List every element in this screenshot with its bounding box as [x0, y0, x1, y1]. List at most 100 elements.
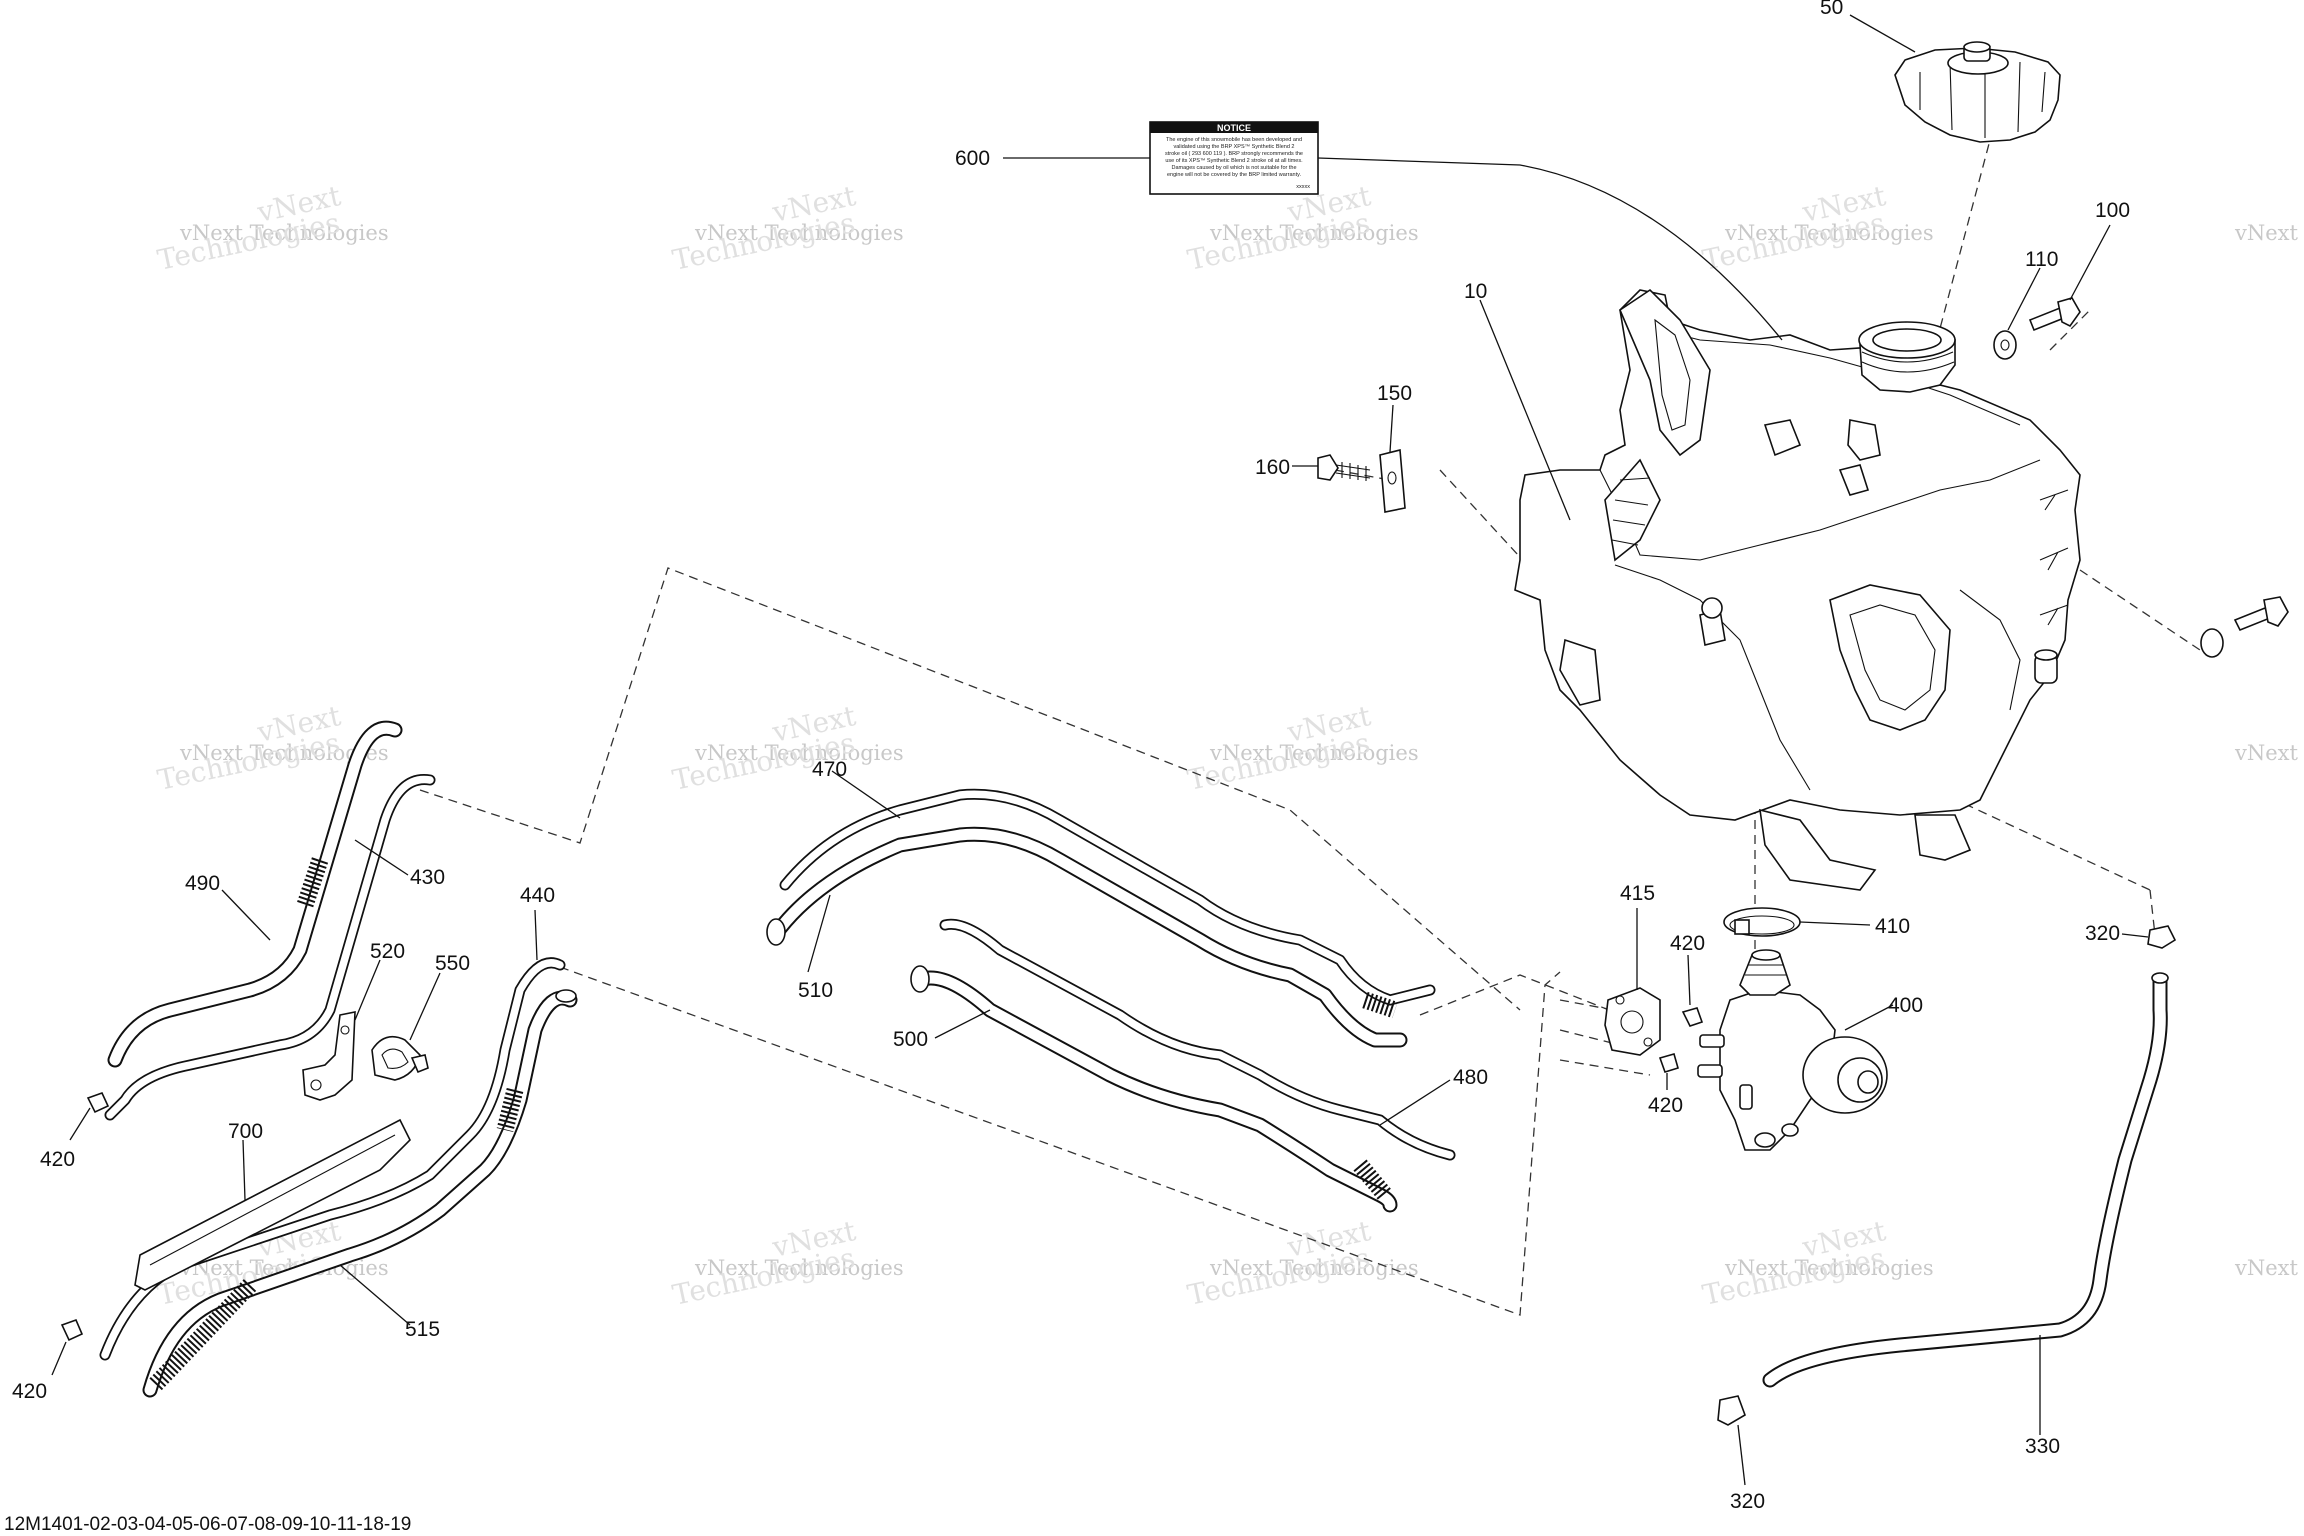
- leader-440: [534, 909, 538, 961]
- leader-320-bottom: [1737, 1424, 1746, 1486]
- pump-inlet-ribs: [1745, 964, 1787, 976]
- leader-470: [831, 770, 901, 819]
- watermark: vNext Technologies vNext Technologies: [155, 179, 389, 277]
- callout-420-pump-lower: 420: [1648, 1094, 1683, 1117]
- callout-430: 430: [410, 866, 445, 889]
- clip-loop: [371, 1035, 421, 1081]
- tank-clip: [1763, 419, 1802, 457]
- leader-490: [221, 889, 271, 941]
- clip-loop-inner: [381, 1048, 409, 1069]
- notice-label-line: engine will not be covered by the BRP li…: [1167, 172, 1301, 178]
- hose-spring: [1353, 1159, 1392, 1201]
- watermark-text: vNext Technologies: [1209, 1256, 1419, 1280]
- watermark-text: vNext Technologies: [1209, 741, 1419, 765]
- leader-420-pump-upper: [1687, 954, 1691, 1006]
- gasket-plate: [1604, 987, 1661, 1056]
- notice-label-line: The engine of this snowmobile has been d…: [1166, 137, 1302, 143]
- watermark-text: Technologies: [1700, 1241, 1888, 1312]
- leader-550: [409, 972, 441, 1041]
- watermark: vNext Technologies vNext Technologies: [670, 179, 904, 277]
- watermark-text: vNext Technologies: [1724, 221, 1934, 245]
- hose-fill: [106, 775, 434, 1119]
- clamp-tab: [1734, 919, 1750, 935]
- watermark: vNext Technologies vNext Technologies: [1700, 179, 1934, 277]
- document-id: 12M1401-02-03-04-05-06-07-08-09-10-11-18…: [4, 1514, 411, 1535]
- tank-window: [1829, 584, 1951, 731]
- watermark-text: vNext Technologies: [694, 221, 904, 245]
- hose-end: [2151, 972, 2169, 984]
- screw-thread: [1335, 462, 1371, 481]
- hose-fill: [1764, 974, 2166, 1386]
- callout-480: 480: [1453, 1066, 1488, 1089]
- hose-500-part: [910, 965, 1398, 1213]
- watermark: vNext Technologies vNext Technologies: [670, 1214, 904, 1312]
- bracket-plate: [302, 1011, 356, 1101]
- leader-500: [934, 1009, 991, 1039]
- callout-400: 400: [1888, 994, 1923, 1017]
- notice-label-line: xxxxx: [1296, 184, 1310, 190]
- hose-end: [766, 918, 786, 946]
- hose-470-part: [779, 788, 1436, 1006]
- notice-label-part: NOTICE The engine of this snowmobile has…: [1149, 121, 1319, 195]
- bolt-shank: [2028, 306, 2066, 332]
- clamp-body: [1717, 1395, 1746, 1426]
- watermark: vNext Technologies vNext Technologies: [1185, 1214, 1419, 1312]
- callout-100: 100: [2095, 199, 2130, 222]
- pump-outlet: [1739, 1084, 1753, 1110]
- callout-420-left-lower: 420: [12, 1380, 47, 1403]
- right-bolt-part: [2200, 596, 2289, 658]
- leader-lines: [51, 14, 2149, 1486]
- notice-label-header: [1150, 122, 1318, 133]
- gasket-hole: [1620, 1010, 1644, 1034]
- cap-grip: [1919, 60, 2046, 138]
- callout-470: 470: [812, 758, 847, 781]
- pump-outlet: [1699, 1034, 1725, 1048]
- filler-neck-threads: [1861, 351, 1955, 373]
- watermark: vNext Technologies: [2234, 1256, 2304, 1280]
- watermark: vNext Technologies vNext Technologies: [1185, 699, 1419, 797]
- tank-bracket-inner: [1654, 318, 1691, 431]
- clip-nut-hole: [1387, 471, 1397, 485]
- assembly-dash-ventline-down: [2149, 889, 2156, 936]
- leader-510: [807, 894, 831, 973]
- watermark-text: Technologies: [155, 206, 343, 277]
- callout-410: 410: [1875, 915, 1910, 938]
- callout-320-top: 320: [2085, 922, 2120, 945]
- assembly-dash-right-bolt: [2079, 569, 2201, 651]
- assembly-dash-tank-to-bracket: [1439, 469, 1519, 556]
- callout-700: 700: [228, 1120, 263, 1143]
- tank-fitting: [1701, 597, 1723, 619]
- hose-515-part: [142, 989, 578, 1398]
- pump-outlet: [1697, 1064, 1723, 1078]
- bracket-520-part: [302, 1011, 356, 1101]
- oil-tank-part: [1514, 288, 2081, 891]
- assembly-dash-pump-loop: [1419, 974, 1661, 1031]
- leader-520: [354, 959, 381, 1021]
- oil-pump-part: [1697, 949, 1888, 1151]
- watermark-text: vNext Technologies: [694, 741, 904, 765]
- callout-440: 440: [520, 884, 555, 907]
- notice-label-line: stroke oil ( 293 600 119 ). BRP strongly…: [1165, 151, 1303, 157]
- tank-foot: [1914, 814, 1972, 861]
- fitting-420-part: [60, 1318, 84, 1342]
- tank-lower-edge: [1614, 564, 2021, 791]
- clamp-body: [2147, 925, 2177, 949]
- notice-label-line: Damages caused by oil which is not suita…: [1171, 165, 1296, 171]
- tank-fitting: [2034, 649, 2058, 661]
- leader-150: [1389, 404, 1394, 453]
- leader-600-tank: [1317, 157, 1783, 341]
- sleeve-700-part: [134, 1118, 411, 1291]
- watermark-text: vNext Technologies: [694, 1256, 904, 1280]
- watermark-text: vNext Technologies: [2234, 741, 2304, 765]
- clamp-410-part: [1723, 907, 1801, 937]
- callout-10: 10: [1464, 280, 1487, 303]
- filler-neck-opening: [1872, 328, 1942, 352]
- hose-fill: [941, 920, 1454, 1159]
- watermark-text: Technologies: [670, 1241, 858, 1312]
- tank-filler-neck: [1858, 321, 1956, 393]
- watermark-text: Technologies: [155, 726, 343, 797]
- tank-clip: [1847, 419, 1881, 461]
- screw-head: [1317, 454, 1339, 481]
- watermark-text: vNext Technologies: [1724, 1256, 1934, 1280]
